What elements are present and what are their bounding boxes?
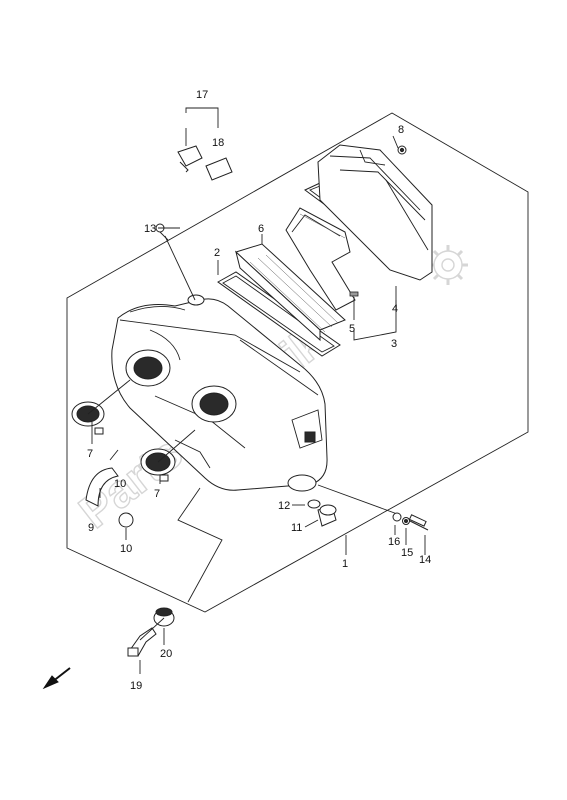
callout-4: 4 (392, 303, 398, 315)
intake-funnel-upper (125, 349, 171, 387)
callout-2: 2 (214, 247, 220, 259)
callout-14: 14 (419, 554, 431, 566)
callout-19: 19 (130, 680, 142, 692)
callout-1: 1 (342, 558, 348, 570)
air-filter-element (235, 243, 346, 342)
inner-duct (285, 207, 359, 311)
callout-6: 6 (258, 223, 264, 235)
bolt (407, 514, 429, 531)
clamp-upper (71, 401, 105, 435)
callout-12: 12 (278, 500, 290, 512)
drain-plug (153, 607, 175, 627)
callout-10-lower: 10 (120, 543, 132, 555)
callout-3: 3 (391, 338, 397, 350)
sensor-rubber-boot (205, 157, 233, 181)
screw-8 (397, 145, 407, 155)
washer (402, 517, 410, 525)
callout-7-upper: 7 (87, 448, 93, 460)
callout-20: 20 (160, 648, 172, 660)
filter-seal (217, 271, 341, 357)
leader-lines (91, 135, 426, 674)
air-cleaner-cover (317, 144, 433, 281)
callout-15: 15 (401, 547, 413, 559)
callout-labels: 1 2 3 4 5 6 7 7 8 9 10 10 11 12 13 14 15… (87, 89, 431, 692)
drain-leader (177, 487, 223, 603)
grommet-small (392, 512, 402, 522)
intake-air-temp-sensor (177, 145, 203, 173)
watermark-gear-icon (428, 245, 468, 285)
callout-5: 5 (349, 323, 355, 335)
drain-cap (127, 627, 157, 657)
callout-9: 9 (88, 522, 94, 534)
callout-11: 11 (291, 522, 302, 534)
drain-hose (85, 467, 134, 528)
callout-8: 8 (398, 124, 404, 136)
intake-funnel-middle (191, 385, 237, 423)
assembly-outline (66, 112, 529, 613)
callout-10-upper: 10 (114, 478, 126, 490)
front-direction-arrow-icon (42, 667, 71, 690)
callout-16: 16 (388, 536, 400, 548)
callout-18: 18 (212, 137, 224, 149)
callout-7-lower: 7 (154, 488, 160, 500)
grommet (307, 499, 321, 509)
cover-cap (317, 504, 337, 527)
callout-17: 17 (196, 89, 208, 101)
callout-13: 13 (144, 223, 156, 235)
